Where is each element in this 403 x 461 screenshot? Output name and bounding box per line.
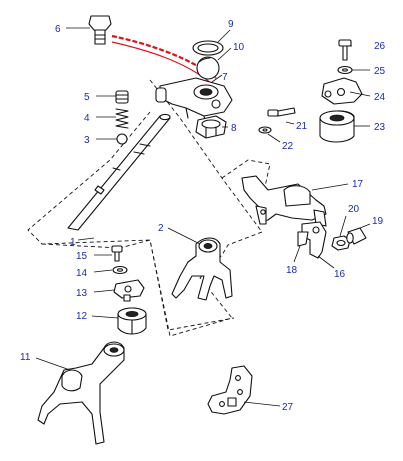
leader-10 [217, 47, 232, 61]
washer-part [112, 265, 128, 275]
callout-12: 12 [76, 311, 88, 322]
callout-6: 6 [55, 24, 61, 35]
leader-7 [211, 74, 223, 83]
small-bolt-part [111, 245, 123, 262]
circlip-part [192, 40, 224, 56]
callout-7: 7 [222, 72, 228, 83]
callout-11: 11 [20, 352, 31, 363]
callout-23: 23 [374, 122, 386, 133]
assembly-boundary-lower [41, 239, 235, 331]
callout-1: 1 [70, 237, 76, 248]
leader-18 [293, 245, 301, 263]
leader-21 [285, 121, 295, 125]
leader-14 [93, 269, 113, 273]
bush-part [319, 110, 355, 143]
callout-10: 10 [233, 42, 245, 53]
leader-9 [217, 29, 231, 43]
callout-21: 21 [296, 121, 308, 132]
callout-16: 16 [334, 269, 346, 280]
bracket-screw-part [267, 107, 296, 117]
ball-part [196, 56, 220, 80]
detent-ball-part [116, 133, 128, 145]
callout-22: 22 [282, 141, 294, 152]
leader-13 [93, 289, 115, 293]
leader-19 [359, 223, 371, 229]
selector-housing-part [155, 77, 233, 125]
callout-15: 15 [76, 251, 88, 262]
gate-plate-part [207, 365, 253, 415]
callout-13: 13 [76, 288, 88, 299]
callout-24: 24 [374, 92, 386, 103]
plug-bolt-part [88, 15, 112, 45]
leader-16 [317, 255, 335, 269]
leader-22 [267, 133, 281, 143]
leader-20 [339, 215, 347, 237]
spring-part [115, 108, 129, 129]
assembly-boundary-upper [27, 79, 263, 337]
callout-18: 18 [286, 265, 298, 276]
leader-lines [35, 27, 371, 407]
callout-2: 2 [158, 223, 164, 234]
bracket-clamp-part [321, 77, 363, 105]
leader-11 [35, 357, 71, 371]
assembly-boundary-bracket [221, 159, 271, 201]
pivot-bolt-part [338, 39, 352, 61]
leader-2 [167, 227, 201, 245]
detent-plug-part [115, 90, 129, 104]
leader-12 [91, 315, 119, 319]
selector-lever-part [297, 221, 327, 259]
selector-shaft-part [67, 113, 171, 231]
callout-5: 5 [84, 92, 90, 103]
callout-8: 8 [231, 123, 237, 134]
callout-labels: 6 9 10 7 8 5 4 3 1 2 15 14 13 12 11 26 2… [20, 19, 386, 413]
lock-plate-part [113, 279, 145, 302]
callout-3: 3 [84, 135, 90, 146]
nut-part [195, 115, 227, 139]
lever-sleeve-part [346, 227, 367, 245]
callout-27: 27 [282, 402, 294, 413]
callout-17: 17 [352, 179, 364, 190]
lever-nut-part [331, 235, 351, 251]
collar-part [117, 307, 147, 335]
callout-26: 26 [374, 41, 386, 52]
leader-1 [77, 237, 95, 241]
pivot-washer-part [337, 65, 353, 75]
leader-27 [243, 401, 281, 407]
callout-4: 4 [84, 113, 90, 124]
leader-17 [311, 183, 349, 191]
bracket-washer-part [258, 126, 272, 134]
selector-fork-part [171, 237, 233, 301]
leader-24 [349, 91, 371, 97]
reverse-fork-part [37, 341, 125, 445]
callout-19: 19 [372, 216, 384, 227]
mounting-bracket-part [241, 175, 327, 227]
callout-20: 20 [348, 204, 360, 215]
callout-14: 14 [76, 268, 88, 279]
callout-9: 9 [228, 19, 234, 30]
callout-25: 25 [374, 66, 386, 77]
